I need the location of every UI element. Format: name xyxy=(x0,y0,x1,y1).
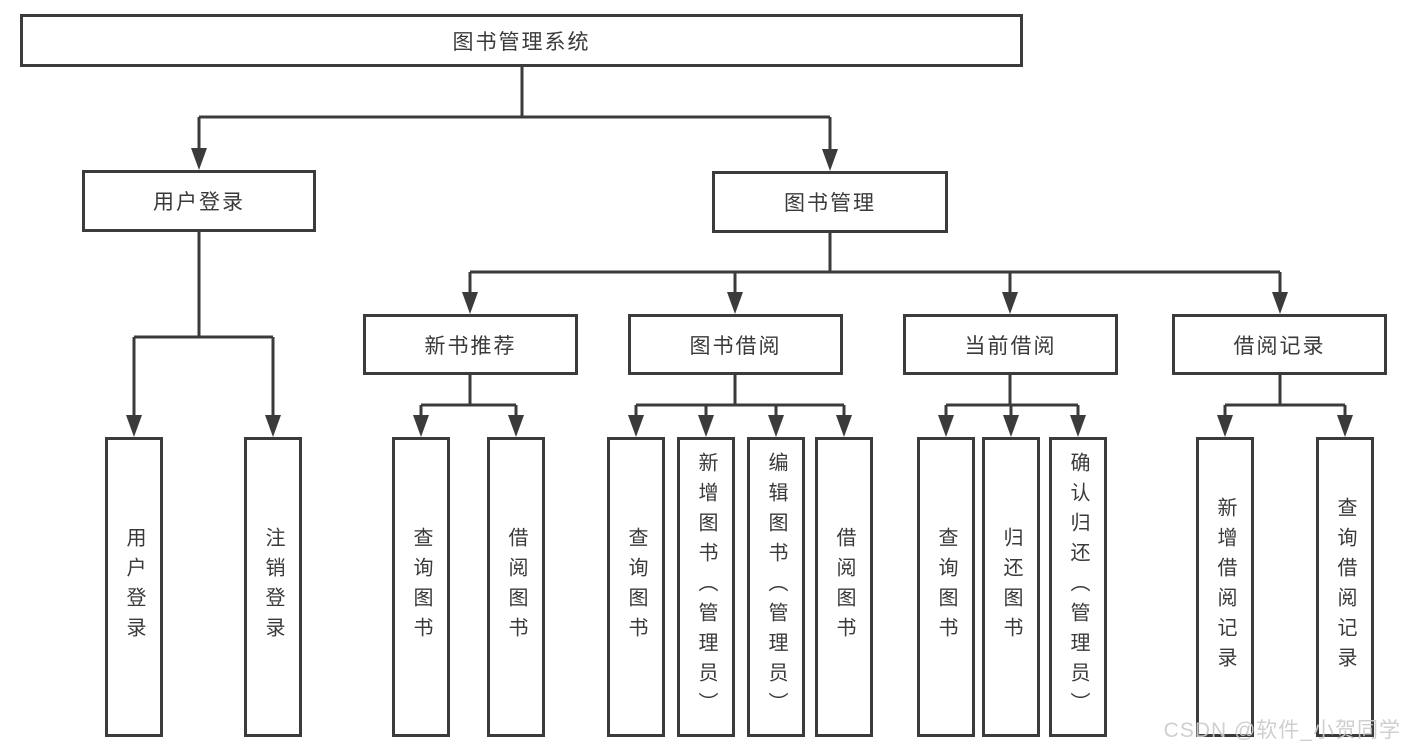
leaf-nbr-borrow-books-label: 借阅图书 xyxy=(505,527,527,647)
node-borrowing-records: 借阅记录 xyxy=(1172,314,1387,375)
arrow-down-icon xyxy=(938,415,954,437)
leaf-nbr-query-books-label: 查询图书 xyxy=(410,527,432,647)
arrow-down-icon xyxy=(1002,292,1018,314)
arrow-down-icon xyxy=(822,149,838,171)
connector-borrowrecords-to-leaves xyxy=(1223,375,1347,418)
node-new-book-recommend: 新书推荐 xyxy=(363,314,578,375)
node-book-management-label: 图书管理 xyxy=(784,192,876,215)
connector-lines xyxy=(132,67,1347,418)
node-new-book-recommend-label: 新书推荐 xyxy=(424,334,517,358)
leaf-bb-query-books-label: 查询图书 xyxy=(625,527,647,647)
node-root: 图书管理系统 xyxy=(20,14,1023,67)
leaf-cb-return-books-label: 归还图书 xyxy=(1000,527,1022,647)
arrow-down-icon xyxy=(698,415,714,437)
node-book-management: 图书管理 xyxy=(712,171,948,233)
leaf-bb-edit-books-admin-label: 编辑图书（管理员） xyxy=(765,452,787,722)
node-borrowing-records-label: 借阅记录 xyxy=(1233,334,1326,358)
arrow-down-icon xyxy=(413,415,429,437)
leaf-bb-borrow-books: 借阅图书 xyxy=(815,437,873,737)
leaf-cb-query-books: 查询图书 xyxy=(917,437,975,737)
node-current-borrowing: 当前借阅 xyxy=(903,314,1118,375)
leaf-bb-add-books-admin: 新增图书（管理员） xyxy=(677,437,735,737)
arrow-down-icon xyxy=(836,415,852,437)
csdn-watermark: CSDN @软件_小贺同学 xyxy=(1163,719,1401,742)
connector-bookborrow-to-leaves xyxy=(634,375,846,418)
connector-currentborrow-to-leaves xyxy=(944,375,1080,418)
connector-newbookrec-to-leaves xyxy=(419,375,518,418)
arrow-down-icon xyxy=(126,415,142,437)
arrow-down-icon xyxy=(265,415,281,437)
node-current-borrowing-label: 当前借阅 xyxy=(964,334,1057,358)
leaf-logout: 注销登录 xyxy=(244,437,302,737)
leaf-cb-return-books: 归还图书 xyxy=(982,437,1040,737)
node-root-label: 图书管理系统 xyxy=(452,30,591,54)
leaf-br-query-record-label: 查询借阅记录 xyxy=(1334,497,1356,677)
arrow-down-icon xyxy=(1272,292,1288,314)
connector-userlogin-to-leaves xyxy=(132,232,275,417)
leaf-br-add-record-label: 新增借阅记录 xyxy=(1214,497,1236,677)
leaf-cb-confirm-return-admin: 确认归还（管理员） xyxy=(1049,437,1107,737)
arrow-down-icon xyxy=(191,148,207,170)
node-user-login: 用户登录 xyxy=(82,170,316,232)
arrow-down-icon xyxy=(1070,415,1086,437)
leaf-bb-query-books: 查询图书 xyxy=(607,437,665,737)
leaf-logout-label: 注销登录 xyxy=(262,527,284,647)
leaf-br-query-record: 查询借阅记录 xyxy=(1316,437,1374,737)
arrowhead-icons xyxy=(126,148,1353,437)
leaf-bb-add-books-admin-label: 新增图书（管理员） xyxy=(695,452,717,722)
leaf-nbr-borrow-books: 借阅图书 xyxy=(487,437,545,737)
leaf-cb-query-books-label: 查询图书 xyxy=(935,527,957,647)
leaf-cb-confirm-return-admin-label: 确认归还（管理员） xyxy=(1067,452,1089,722)
leaf-br-add-record: 新增借阅记录 xyxy=(1196,437,1254,737)
leaf-user-login-label: 用户登录 xyxy=(123,527,145,647)
arrow-down-icon xyxy=(628,415,644,437)
arrow-down-icon xyxy=(768,415,784,437)
arrow-down-icon xyxy=(1337,415,1353,437)
node-book-borrowing-label: 图书借阅 xyxy=(689,334,782,358)
leaf-user-login: 用户登录 xyxy=(105,437,163,737)
node-user-login-label: 用户登录 xyxy=(153,191,245,214)
arrow-down-icon xyxy=(462,292,478,314)
node-book-borrowing: 图书借阅 xyxy=(628,314,843,375)
arrow-down-icon xyxy=(1003,415,1019,437)
arrow-down-icon xyxy=(508,415,524,437)
arrow-down-icon xyxy=(727,292,743,314)
leaf-bb-borrow-books-label: 借阅图书 xyxy=(833,527,855,647)
leaf-nbr-query-books: 查询图书 xyxy=(392,437,450,737)
arrow-down-icon xyxy=(1217,415,1233,437)
connector-bookmgmt-to-level3 xyxy=(468,233,1282,294)
connector-root-to-level2 xyxy=(197,67,832,151)
leaf-bb-edit-books-admin: 编辑图书（管理员） xyxy=(747,437,805,737)
